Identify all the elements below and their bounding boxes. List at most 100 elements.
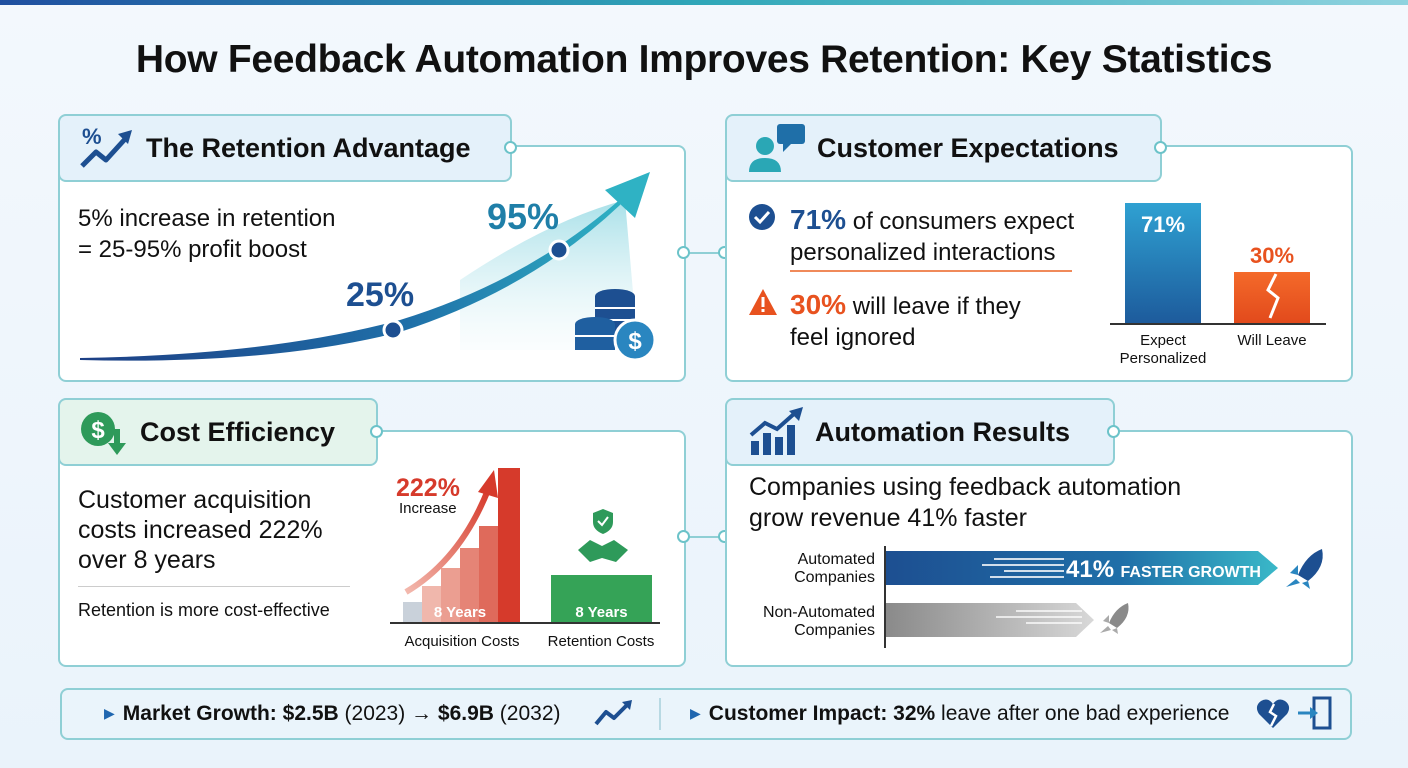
stat-30-text-b: feel ignored (790, 324, 916, 351)
impact-label: Customer Impact: (708, 702, 888, 725)
broken-heart-icon (1256, 699, 1290, 728)
curve-area (460, 200, 638, 350)
stat-71-text: 71% of consumers expect personalized int… (790, 204, 1074, 268)
stat-30-text-a: will leave if they (846, 293, 1021, 320)
rocket-icon (1286, 549, 1323, 589)
increase-label: Increase (399, 500, 457, 517)
acquisition-arrowhead (478, 470, 498, 498)
tab-dot (504, 141, 517, 154)
stat-30-value: 30% (790, 289, 847, 320)
cost-text: Customer acquisition costs increased 222… (78, 485, 323, 575)
tab-dot (1107, 425, 1120, 438)
cost-note: Retention is more cost-effective (78, 600, 330, 620)
bottom-bar: ▶ Market Growth: $2.5B (2023) → $6.9B (20… (60, 688, 1352, 740)
retention-bar (551, 575, 652, 622)
automation-text: Companies using feedback automation grow… (749, 472, 1181, 534)
automation-line-1: Companies using feedback automation (749, 473, 1182, 501)
triangle-icon: ▶ (690, 705, 701, 721)
stat-71-value: 71% (790, 204, 847, 235)
stat-71-text-b: personalized interactions (790, 239, 1056, 266)
category-acquisition: Acquisition Costs (404, 633, 520, 650)
dollar-down-icon: $ (78, 407, 132, 457)
stat-30-text: 30% will leave if they feel ignored (790, 289, 1021, 353)
bar-automated (886, 551, 1278, 585)
retention-line-2: = 25-95% profit boost (78, 236, 307, 263)
expectations-baseline (1110, 323, 1326, 325)
growth-curve (80, 195, 625, 361)
bar-expect-personalized (1125, 203, 1201, 323)
divider (790, 270, 1072, 272)
impact-value: 32% (893, 702, 936, 725)
handshake-shield-icon (578, 509, 628, 562)
customer-impact: ▶ Customer Impact: 32% leave after one ba… (690, 702, 1229, 726)
category-retention: Retention Costs (547, 633, 655, 650)
warning-icon (748, 288, 778, 316)
connector-line (684, 536, 724, 538)
bar-30-label: 30% (1249, 243, 1295, 268)
speed-lines (982, 558, 1064, 578)
svg-text:$: $ (91, 417, 105, 444)
acquisition-bar (403, 468, 520, 622)
top-accent-bar (0, 0, 1408, 5)
page-title: How Feedback Automation Improves Retenti… (135, 38, 1273, 81)
point-25 (382, 319, 404, 341)
rocket-grey-icon (1100, 603, 1129, 634)
triangle-icon: ▶ (104, 705, 115, 721)
check-icon (748, 203, 776, 231)
broken-crack-icon (1266, 273, 1280, 319)
connector-line (684, 252, 724, 254)
automation-line-2: grow revenue 41% faster (749, 504, 1027, 532)
market-to-year: (2032) (493, 702, 561, 725)
cost-chart (390, 468, 660, 624)
growth-text: FASTER GROWTH (1120, 564, 1261, 581)
label-25: 25% (346, 276, 415, 314)
expectations-card (725, 145, 1353, 382)
market-from: $2.5B (282, 702, 339, 725)
retention-line-1: 5% increase in retention (78, 205, 336, 232)
tab-dot (370, 425, 383, 438)
svg-text:$: $ (628, 328, 642, 355)
exit-door-icon (1298, 696, 1332, 730)
curve-arrowhead (605, 172, 650, 218)
bar-will-leave (1234, 272, 1310, 323)
coins-icon: $ (575, 289, 657, 362)
category-leave: Will Leave (1237, 332, 1307, 349)
market-growth: ▶ Market Growth: $2.5B (2023) → $6.9B (20… (104, 702, 561, 726)
user-chat-icon (747, 122, 809, 174)
automation-axis (884, 546, 886, 648)
label-95: 95% (487, 196, 560, 237)
market-label: Market Growth: (122, 702, 277, 725)
growth-value: 41% (1066, 556, 1115, 583)
acq-bar-label: 8 Years (433, 604, 487, 621)
acquisition-arrow (404, 488, 491, 595)
stat-71-text-a: of consumers expect (846, 208, 1075, 235)
connector-dot (677, 530, 690, 543)
expectations-tab: Customer Expectations (725, 114, 1167, 182)
bottom-divider (659, 698, 661, 730)
svg-text:%: % (82, 124, 102, 149)
cost-line-2: costs increased 222% (78, 516, 323, 544)
bar-chart-trend-icon (747, 407, 805, 457)
retention-text: 5% increase in retention = 25-95% profit… (78, 203, 335, 265)
impact-text: leave after one bad experience (935, 702, 1230, 725)
cost-line-1: Customer acquisition (78, 486, 312, 514)
market-from-year: (2023) → (338, 702, 438, 725)
expectations-heading: Customer Expectations (817, 132, 1119, 163)
retention-curve-chart: $ (80, 172, 657, 362)
bar-non-automated (886, 603, 1094, 637)
ret-bar-label: 8 Years (575, 604, 628, 621)
automation-chart (886, 549, 1323, 637)
retention-heading: The Retention Advantage (146, 132, 471, 163)
speed-lines-grey (996, 610, 1082, 624)
automation-heading: Automation Results (815, 416, 1071, 447)
connector-dot (677, 246, 690, 259)
category-expect: Expect Personalized (1119, 332, 1207, 367)
cost-line-3: over 8 years (78, 546, 216, 574)
cost-tab: $ Cost Efficiency (58, 398, 383, 466)
market-to: $6.9B (437, 702, 494, 725)
retention-tab: % The Retention Advantage (58, 114, 517, 182)
increase-value: 222% (396, 474, 460, 502)
bar-71-label: 71% (1140, 212, 1186, 237)
